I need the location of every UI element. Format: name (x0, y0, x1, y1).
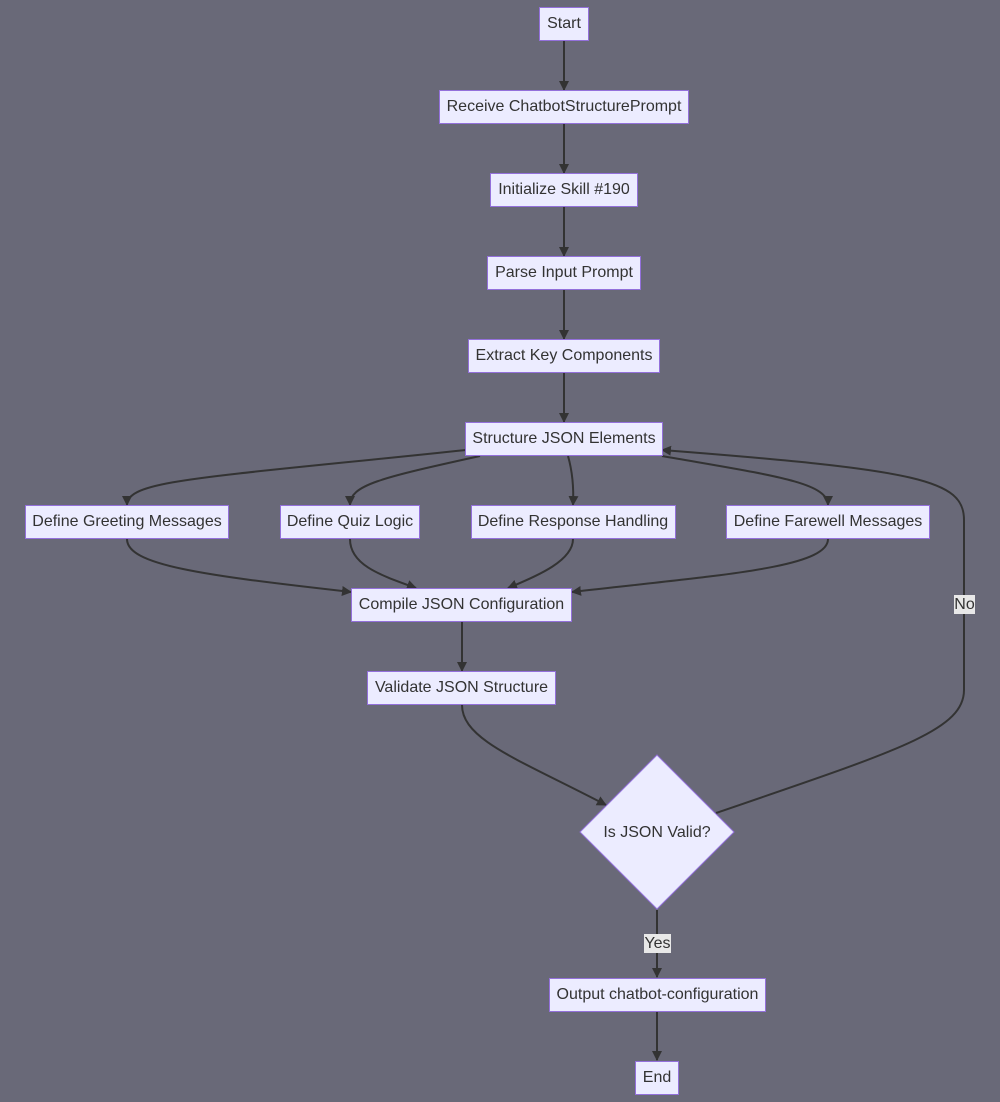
edge-structure-quiz (345, 455, 481, 506)
edge-greeting-compile (126, 538, 352, 596)
node-decision-valid-label: Is JSON Valid? (603, 824, 710, 841)
node-parse-input-label: Parse Input Prompt (495, 264, 633, 281)
edges (122, 41, 965, 1061)
node-validate-json-label: Validate JSON Structure (375, 679, 548, 696)
node-output-config-label: Output chatbot-configuration (557, 986, 759, 1003)
node-end[interactable]: End (635, 1061, 679, 1095)
edge-response-compile (507, 538, 574, 590)
edge-farewell-compile (571, 538, 829, 596)
node-quiz-logic-label: Define Quiz Logic (287, 513, 413, 530)
edge-quiz-compile (349, 538, 417, 590)
edge-structure-farewell (661, 455, 833, 506)
edge-label-yes-text: Yes (644, 935, 670, 952)
node-response-handling-label: Define Response Handling (478, 513, 668, 530)
node-greeting-messages[interactable]: Define Greeting Messages (25, 505, 229, 539)
node-structure-json[interactable]: Structure JSON Elements (465, 422, 663, 456)
node-start[interactable]: Start (539, 7, 589, 41)
node-response-handling[interactable]: Define Response Handling (471, 505, 676, 539)
node-decision-valid[interactable]: Is JSON Valid? (579, 754, 735, 910)
node-receive-prompt[interactable]: Receive ChatbotStructurePrompt (439, 90, 689, 124)
edge-label-yes: Yes (644, 934, 671, 953)
node-receive-prompt-label: Receive ChatbotStructurePrompt (447, 98, 682, 115)
edge-structure-response (567, 455, 579, 506)
node-greeting-messages-label: Define Greeting Messages (32, 513, 221, 530)
node-parse-input[interactable]: Parse Input Prompt (487, 256, 641, 290)
edge-decision-structure-no (661, 445, 965, 814)
node-structure-json-label: Structure JSON Elements (472, 430, 655, 447)
node-extract-components-label: Extract Key Components (476, 347, 653, 364)
node-initialize-skill[interactable]: Initialize Skill #190 (490, 173, 638, 207)
node-start-label: Start (547, 15, 581, 32)
edge-label-no-text: No (954, 596, 975, 613)
node-end-label: End (643, 1069, 671, 1086)
node-extract-components[interactable]: Extract Key Components (468, 339, 660, 373)
node-quiz-logic[interactable]: Define Quiz Logic (280, 505, 420, 539)
node-initialize-skill-label: Initialize Skill #190 (498, 181, 630, 198)
node-validate-json[interactable]: Validate JSON Structure (367, 671, 556, 705)
edge-validate-decision (461, 704, 607, 806)
edge-label-no: No (954, 595, 975, 614)
node-farewell-messages[interactable]: Define Farewell Messages (726, 505, 930, 539)
node-compile-json[interactable]: Compile JSON Configuration (351, 588, 572, 622)
node-farewell-messages-label: Define Farewell Messages (734, 513, 923, 530)
node-output-config[interactable]: Output chatbot-configuration (549, 978, 766, 1012)
edge-structure-greeting (122, 449, 467, 506)
node-compile-json-label: Compile JSON Configuration (359, 596, 564, 613)
